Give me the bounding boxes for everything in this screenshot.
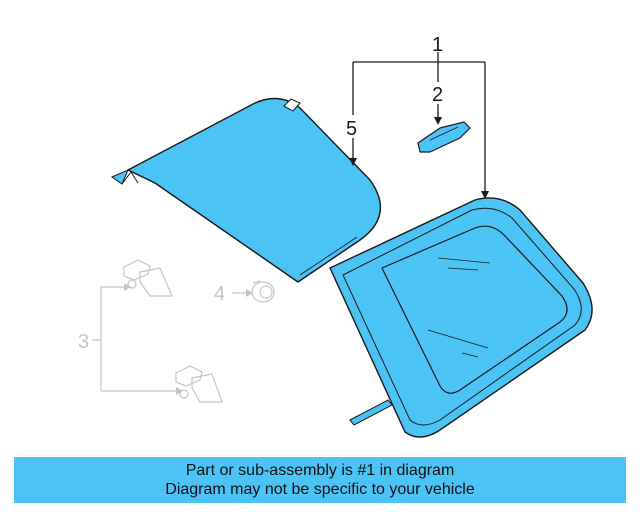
callout-3: 3 bbox=[78, 331, 89, 353]
callout-4: 4 bbox=[214, 283, 225, 305]
part-4-grommet[interactable] bbox=[251, 280, 275, 303]
info-banner: Part or sub-assembly is #1 in diagram Di… bbox=[14, 457, 626, 503]
banner-line-part-info: Part or sub-assembly is #1 in diagram bbox=[185, 462, 455, 479]
callout-1: 1 bbox=[432, 34, 443, 56]
part-5-glass-panel[interactable] bbox=[110, 97, 382, 283]
callout-5: 5 bbox=[346, 118, 357, 140]
part-2-clip[interactable] bbox=[417, 121, 471, 153]
faded-leader-lines bbox=[92, 286, 247, 392]
banner-line-disclaimer: Diagram may not be specific to your vehi… bbox=[165, 481, 475, 498]
leader-lines bbox=[352, 52, 486, 192]
arrowheads bbox=[349, 117, 489, 199]
callout-2: 2 bbox=[432, 84, 443, 106]
part-1-window-assembly[interactable] bbox=[329, 197, 593, 438]
part-3-clip-lower[interactable] bbox=[175, 365, 223, 403]
faded-arrowheads bbox=[124, 283, 253, 395]
part-3-clip-upper[interactable] bbox=[123, 259, 173, 297]
